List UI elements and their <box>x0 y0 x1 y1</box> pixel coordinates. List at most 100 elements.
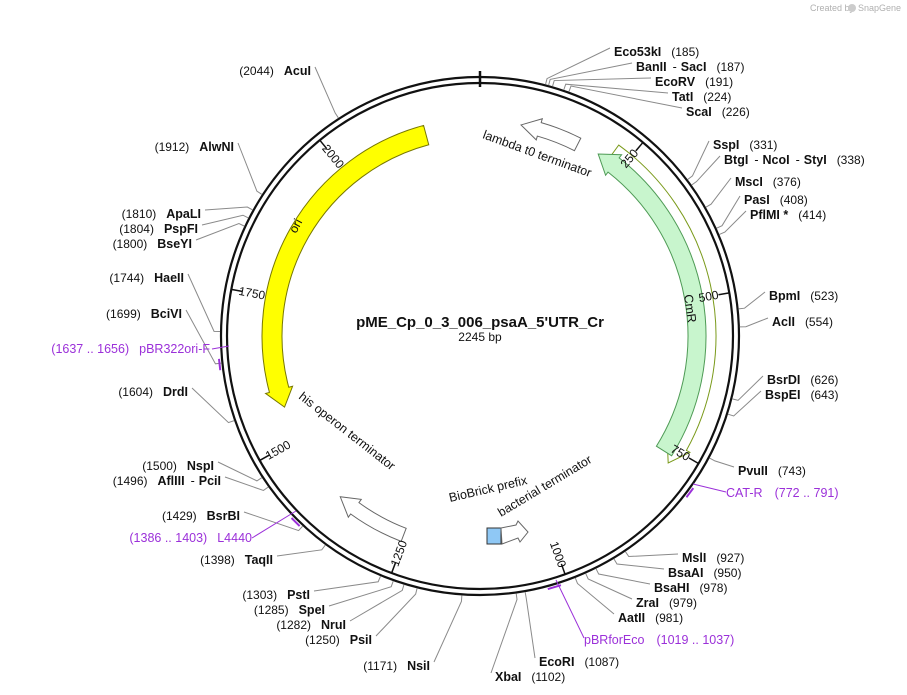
site-label[interactable]: BpmI(523) <box>769 289 838 303</box>
site-label[interactable]: SspI(331) <box>713 138 777 152</box>
site-label[interactable]: (1804)PspFI <box>119 222 198 236</box>
site-label[interactable]: (1282)NruI <box>276 618 346 632</box>
plasmid-length: 2245 bp <box>458 330 502 344</box>
primer-label[interactable]: pBRforEco(1019 .. 1037) <box>584 633 734 647</box>
site-label[interactable]: XbaI(1102) <box>495 670 565 684</box>
site-leader-line <box>709 457 735 468</box>
primer-bar[interactable] <box>685 487 695 498</box>
site-label[interactable]: (1810)ApaLI <box>122 207 201 221</box>
tick-mark <box>259 454 270 462</box>
tick-mark <box>560 563 566 575</box>
primer-label[interactable]: CAT-R(772 .. 791) <box>726 486 839 500</box>
ori-feature-arrow[interactable] <box>261 124 430 408</box>
primer-leader-line <box>692 483 727 493</box>
site-leader-line <box>191 387 235 424</box>
site-label[interactable]: BsrDI(626) <box>767 373 838 387</box>
tick-mark <box>231 288 243 293</box>
plasmid-name: pME_Cp_0_3_006_psaA_5'UTR_Cr <box>356 314 604 331</box>
site-label[interactable]: (2044)AcuI <box>239 64 311 78</box>
site-leader-line <box>224 476 269 492</box>
site-label[interactable]: PasI(408) <box>744 193 808 207</box>
site-label[interactable]: BspEI(643) <box>765 388 838 402</box>
site-leader-line <box>613 558 665 570</box>
site-leader-line <box>545 47 611 85</box>
site-label[interactable]: MslI(927) <box>682 551 744 565</box>
site-label[interactable]: (1699)BciVI <box>106 307 182 321</box>
site-leaders <box>185 47 769 674</box>
site-label[interactable]: MscI(376) <box>735 175 801 189</box>
tick-label: 1500 <box>263 437 293 462</box>
site-label[interactable]: BanII-SacI(187) <box>636 60 744 74</box>
site-label[interactable]: BsaAI(950) <box>668 566 741 580</box>
bacterial-terminator-feature-arrow[interactable] <box>500 520 529 545</box>
site-label[interactable]: PvuII(743) <box>738 464 806 478</box>
site-label[interactable]: (1604)DrdI <box>118 385 188 399</box>
site-leader-line <box>328 580 394 607</box>
lambda-t0-feature-arrow[interactable] <box>520 118 582 152</box>
site-leader-line <box>349 584 405 622</box>
site-label[interactable]: (1800)BseYI <box>113 237 192 251</box>
site-label[interactable]: (1250)PsiI <box>305 633 372 647</box>
tick-mark <box>390 562 397 574</box>
his-operon-feature-arrow[interactable] <box>339 496 407 543</box>
site-leader-line <box>552 77 652 87</box>
site-leader-line <box>490 593 518 674</box>
site-leader-line <box>433 595 463 663</box>
feature-arrows <box>211 118 727 639</box>
primer-leader-line <box>555 579 585 639</box>
site-label[interactable]: (1171)NsiI <box>363 659 430 673</box>
site-leader-line <box>313 576 381 592</box>
biobrick-prefix-box[interactable] <box>486 527 502 545</box>
site-leader-line <box>727 390 762 417</box>
site-label[interactable]: (1500)NspI <box>142 459 214 473</box>
feature-label-cmr: CmR <box>681 293 699 323</box>
site-label[interactable]: BtgI-NcoI-StyI(338) <box>724 153 865 167</box>
site-label[interactable]: ScaI(226) <box>686 105 750 119</box>
site-label[interactable]: EcoRI(1087) <box>539 655 619 669</box>
site-leader-line <box>585 573 633 600</box>
snapgene-logo-icon <box>848 4 856 12</box>
primer-label[interactable]: (1637 .. 1656)pBR322ori-F <box>51 342 210 356</box>
site-label[interactable]: AatII(981) <box>618 611 683 625</box>
primer-bar[interactable] <box>218 358 222 371</box>
feature-label-his-operon: his operon terminator <box>296 389 398 473</box>
primer-label[interactable]: (1386 .. 1403)L4440 <box>129 531 252 545</box>
site-label[interactable]: (1912)AlwNI <box>155 140 234 154</box>
primer-bar[interactable] <box>290 517 301 527</box>
site-leader-line <box>568 85 683 109</box>
site-label[interactable]: (1303)PstI <box>242 588 310 602</box>
site-leader-line <box>595 568 651 585</box>
site-label[interactable]: PflMI *(414) <box>750 208 826 222</box>
site-label[interactable]: (1398)TaqII <box>200 553 273 567</box>
site-label[interactable]: ZraI(979) <box>636 596 697 610</box>
site-leader-line <box>237 142 263 195</box>
site-label[interactable]: TatI(224) <box>672 90 731 104</box>
site-leader-line <box>187 273 221 332</box>
site-leader-line <box>243 511 304 532</box>
site-leader-line <box>276 544 326 557</box>
snapgene-credit: Created by SnapGene <box>810 3 901 13</box>
site-label[interactable]: (1496)AflIII-PciI <box>113 474 221 488</box>
tick-label: 1000 <box>547 540 569 570</box>
tick-mark <box>718 292 730 296</box>
site-label[interactable]: BsaHI(978) <box>654 581 727 595</box>
site-label[interactable]: Eco53kI(185) <box>614 45 699 59</box>
feature-label-ori: ori <box>286 217 305 236</box>
tick-mark <box>688 457 699 465</box>
backbone <box>219 71 741 597</box>
site-leader-line <box>687 140 710 180</box>
site-leader-line <box>732 375 764 401</box>
site-label[interactable]: (1429)BsrBI <box>162 509 240 523</box>
site-leader-line <box>201 214 249 226</box>
site-leader-line <box>719 210 747 235</box>
site-leader-line <box>204 206 253 211</box>
site-label[interactable]: (1285)SpeI <box>254 603 325 617</box>
site-label[interactable]: AclI(554) <box>772 315 833 329</box>
site-label[interactable]: (1744)HaeII <box>109 271 184 285</box>
site-leader-line <box>563 83 669 94</box>
primer-leader-line <box>211 345 230 350</box>
primers: CAT-R(772 .. 791) pBRforEco(1019 .. 1037… <box>51 342 838 647</box>
site-label[interactable]: EcoRV(191) <box>655 75 733 89</box>
cmr-feature-arrow[interactable] <box>597 153 707 457</box>
